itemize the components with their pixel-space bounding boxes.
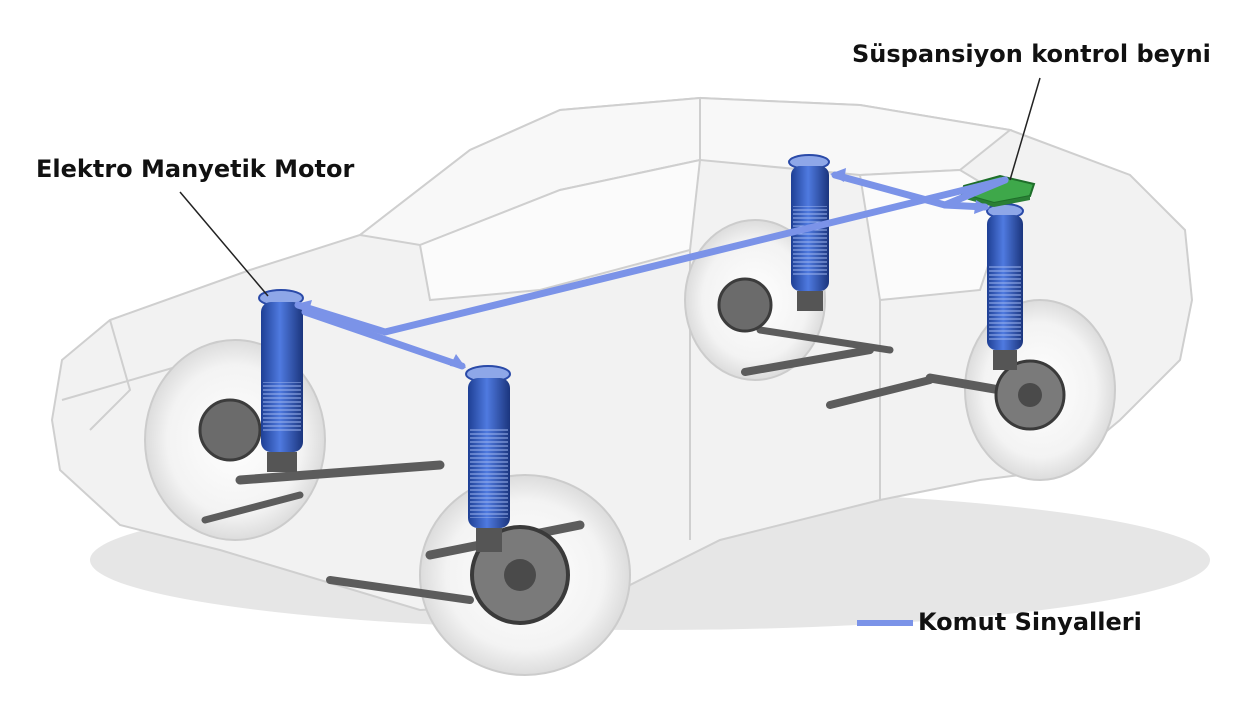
strut-icon xyxy=(258,289,304,472)
signal-arrowheads xyxy=(296,168,990,368)
car-body xyxy=(50,96,1194,612)
legend-label: Komut Sinyalleri xyxy=(918,608,1142,636)
brake-disc-icon xyxy=(717,277,773,333)
control-unit-label: Süspansiyon kontrol beyni xyxy=(852,40,1211,68)
brake-disc-icon xyxy=(198,398,262,462)
strut-icon xyxy=(986,203,1024,370)
motor-leader-line xyxy=(179,191,269,297)
electromagnetic-motor-label: Elektro Manyetik Motor xyxy=(36,155,355,183)
command-signal-lines xyxy=(294,171,1009,370)
legend-swatch xyxy=(857,620,913,626)
control-unit-leader-line xyxy=(1009,77,1041,181)
strut-icon xyxy=(465,365,511,552)
